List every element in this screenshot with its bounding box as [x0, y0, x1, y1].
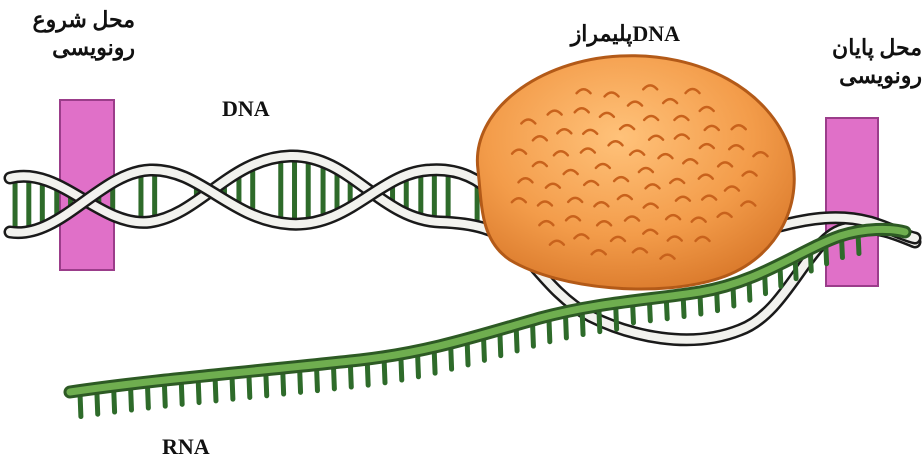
end-site-label-line2: رونویسی: [810, 62, 922, 90]
polymerase-blob: [477, 56, 794, 289]
rna-label: RNA: [162, 433, 210, 461]
rna-strand-fill: [70, 229, 905, 392]
end-site-marker: [826, 118, 878, 286]
start-site-label-line1: محل شروع: [20, 6, 135, 34]
dna-label: DNA: [222, 95, 270, 123]
start-site-label: محل شروع رونویسی: [20, 6, 135, 61]
end-site-label-line1: محل پایان: [810, 34, 922, 62]
rna-strand: [70, 229, 905, 392]
start-site-label-line2: رونویسی: [20, 34, 135, 62]
end-site-label: محل پایان رونویسی: [810, 34, 922, 89]
polymerase-label: DNAپلیمراز: [555, 20, 680, 48]
